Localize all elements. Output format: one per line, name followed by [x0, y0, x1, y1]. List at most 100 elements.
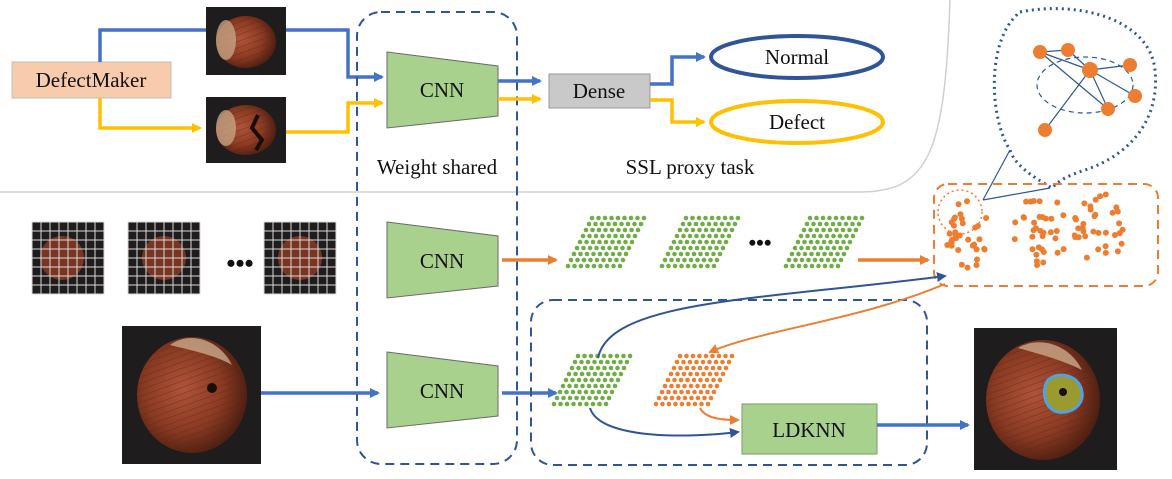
memory-point — [1060, 246, 1067, 253]
memory-point — [1072, 215, 1079, 221]
memory-point — [1081, 200, 1088, 207]
patch-grid-1 — [31, 221, 105, 295]
memory-point — [1029, 246, 1036, 253]
memory-point — [973, 246, 980, 253]
memory-point — [955, 201, 962, 208]
memory-point — [1075, 225, 1082, 232]
ssl-proxy-task-label: SSL proxy task — [626, 155, 755, 179]
cnn-mid-label: CNN — [420, 249, 464, 273]
memory-bank-box — [933, 183, 1159, 287]
memory-point — [1092, 211, 1099, 218]
memory-point — [965, 236, 972, 243]
memory-point — [949, 236, 956, 243]
memory-point — [1116, 220, 1123, 227]
features-ellipsis: ••• — [748, 230, 771, 255]
cnn-top: CNN — [386, 51, 499, 129]
memory-point — [969, 242, 976, 249]
memory-point — [1047, 229, 1054, 236]
memory-point — [951, 214, 958, 221]
memory-point — [1040, 259, 1047, 266]
memory-point — [1052, 235, 1059, 242]
memory-point — [952, 232, 959, 239]
memory-point — [1030, 227, 1037, 234]
memory-point — [975, 223, 981, 229]
dense-label: Dense — [573, 79, 625, 103]
normal-label: Normal — [765, 45, 829, 69]
memory-point — [958, 261, 965, 268]
memory-point — [950, 222, 957, 229]
memory-point — [957, 211, 964, 218]
memory-point — [1090, 228, 1097, 235]
memory-point — [1095, 246, 1102, 253]
patch-grids — [31, 221, 337, 295]
memory-point — [958, 215, 965, 222]
memory-point — [974, 256, 980, 263]
normal-image-thumb — [206, 7, 286, 75]
memory-point — [1082, 233, 1089, 240]
weight-shared-box — [356, 11, 518, 465]
memory-point — [1079, 224, 1086, 231]
memory-point — [1038, 246, 1045, 253]
memory-point — [1036, 198, 1043, 205]
memory-point — [1054, 249, 1061, 256]
ldknn-label: LDKNN — [772, 418, 846, 442]
memory-point — [1102, 243, 1109, 250]
memory-point — [976, 236, 983, 243]
memory-point — [946, 230, 953, 237]
cnn-low-label: CNN — [420, 379, 464, 403]
patch-grid-2 — [127, 221, 201, 295]
memory-point — [1071, 232, 1078, 239]
separator-curve — [0, 0, 951, 193]
feature-grid-1 — [565, 215, 647, 269]
test-feature-grid — [551, 353, 633, 407]
memory-point — [1054, 199, 1061, 206]
normal-output: Normal — [709, 34, 885, 80]
memory-point — [1102, 191, 1109, 198]
memory-point — [1102, 229, 1109, 236]
defectmaker-box: DefectMaker — [11, 61, 172, 99]
neighbor-feature-dots — [653, 353, 735, 407]
memory-point — [1097, 193, 1104, 200]
memory-point — [1109, 209, 1116, 216]
neighbor-graph-bubble — [992, 7, 1158, 190]
memory-point — [981, 246, 988, 253]
memory-point — [959, 220, 966, 227]
patch-grid-3 — [263, 221, 337, 295]
memory-point — [1083, 254, 1090, 261]
feature-grids — [565, 215, 865, 269]
memory-point — [1092, 196, 1099, 203]
defect-label: Defect — [769, 110, 825, 134]
cnn-mid: CNN — [386, 221, 499, 299]
memory-point — [1087, 206, 1094, 213]
memory-point — [973, 262, 980, 269]
memory-point — [1012, 219, 1019, 226]
memory-point — [1023, 198, 1030, 205]
weight-shared-label: Weight shared — [377, 155, 498, 179]
feature-grid-3 — [783, 215, 865, 269]
memory-point — [964, 264, 971, 271]
defect-output: Defect — [709, 99, 885, 145]
result-image — [974, 328, 1117, 470]
memory-point — [1048, 215, 1055, 222]
cnn-top-label: CNN — [420, 78, 464, 102]
test-image — [122, 326, 261, 464]
dense-box: Dense — [548, 73, 651, 109]
memory-point — [944, 242, 951, 248]
memory-point — [1030, 198, 1037, 204]
ldknn-box: LDKNN — [741, 403, 878, 455]
memory-point — [1029, 233, 1036, 240]
memory-point — [955, 247, 962, 253]
memory-point — [1113, 204, 1120, 211]
memory-point — [956, 232, 963, 239]
neighbor-feature-grid — [653, 353, 735, 407]
defect-image-thumb — [206, 97, 286, 163]
test-feature-dots — [551, 353, 633, 407]
memory-point — [1011, 236, 1018, 243]
memory-point — [1102, 249, 1109, 256]
memory-point — [1112, 232, 1118, 238]
memory-point — [1053, 228, 1060, 234]
memory-point — [1020, 214, 1027, 221]
memory-point — [983, 215, 990, 221]
memory-bank-points — [944, 191, 1126, 271]
